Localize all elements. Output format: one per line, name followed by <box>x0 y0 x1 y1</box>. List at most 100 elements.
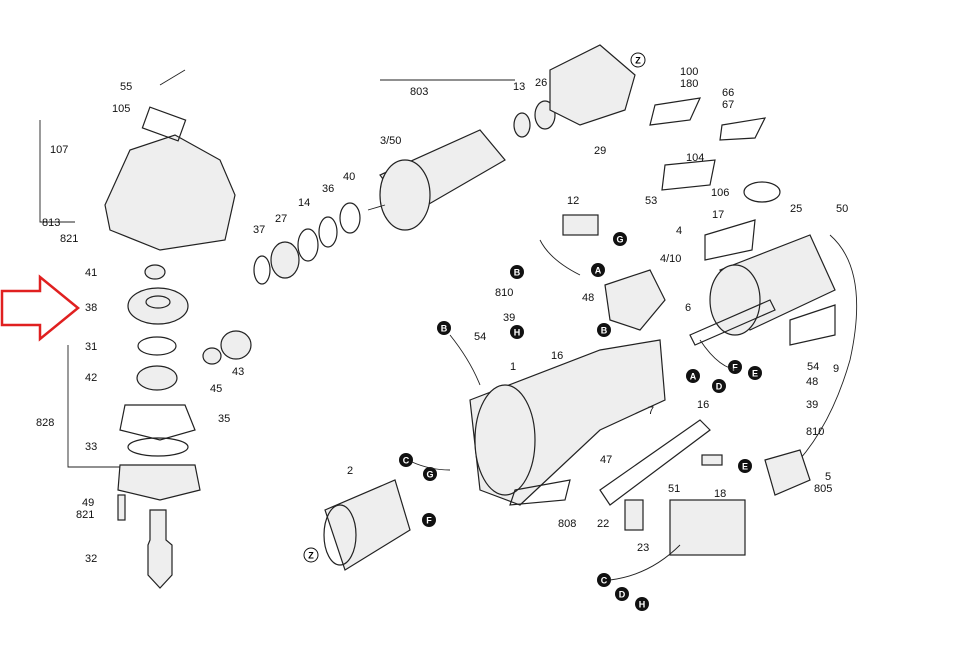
svg-text:Z: Z <box>308 551 314 561</box>
label-100: 100 <box>680 66 698 78</box>
label-25: 25 <box>790 203 802 215</box>
label-40: 40 <box>343 171 355 183</box>
part-labels: 55 105 107 813 821 41 38 31 828 42 45 43… <box>36 66 848 565</box>
circlip-40 <box>339 202 361 234</box>
connector-b2: B <box>597 323 611 337</box>
label-803: 803 <box>410 86 428 98</box>
label-18: 18 <box>714 488 726 500</box>
connector-c2: C <box>597 573 611 587</box>
label-1: 1 <box>510 361 516 373</box>
label-17: 17 <box>712 209 724 221</box>
connector-h2: H <box>635 597 649 611</box>
bearing-42 <box>136 365 178 391</box>
connector-z-top: Z <box>630 52 646 68</box>
bearing-flange <box>117 464 201 501</box>
connector-d1: D <box>712 379 726 393</box>
label-47: 47 <box>600 454 612 466</box>
capacitor-12 <box>562 214 599 236</box>
label-16b: 16 <box>697 399 709 411</box>
ring-37 <box>253 255 271 285</box>
label-106: 106 <box>711 187 729 199</box>
bearing-cover-29 <box>549 44 636 126</box>
svg-text:D: D <box>619 590 626 600</box>
connector-e2: E <box>738 459 752 473</box>
screw-49 <box>117 494 126 521</box>
label-31: 31 <box>85 341 97 353</box>
label-26: 26 <box>535 77 547 89</box>
circlip-31 <box>137 336 177 356</box>
label-54: 54 <box>807 361 819 373</box>
label-105: 105 <box>112 103 130 115</box>
svg-text:B: B <box>514 268 521 278</box>
label-42: 42 <box>85 372 97 384</box>
bearing-27 <box>270 241 300 279</box>
svg-text:F: F <box>732 363 738 373</box>
label-808 <box>509 479 571 506</box>
fan-3-50 <box>379 159 431 231</box>
svg-text:E: E <box>752 369 758 379</box>
label-828: 828 <box>36 417 54 429</box>
label-22: 22 <box>597 518 609 530</box>
label-plate-105 <box>141 106 187 142</box>
wires <box>411 239 741 581</box>
connector-c1: C <box>399 453 413 467</box>
connector-z-bottom: Z <box>303 547 319 563</box>
gasket-35 <box>119 404 196 441</box>
label-808: 808 <box>558 518 576 530</box>
label-41: 41 <box>85 267 97 279</box>
label-5: 5 <box>825 471 831 483</box>
connector-a2: A <box>686 369 700 383</box>
label-39: 39 <box>503 312 515 324</box>
label-39b: 39 <box>806 399 818 411</box>
connector-a1: A <box>591 263 605 277</box>
label-45: 45 <box>210 383 222 395</box>
label-104: 104 <box>686 152 704 164</box>
label-27: 27 <box>275 213 287 225</box>
svg-text:G: G <box>616 235 623 245</box>
label-180: 180 <box>680 78 698 90</box>
svg-text:H: H <box>514 328 521 338</box>
label-50: 50 <box>836 203 848 215</box>
label-35: 35 <box>218 413 230 425</box>
field-coil-2 <box>324 479 411 571</box>
switch-4 <box>604 269 666 331</box>
power-cord-5 <box>789 234 858 471</box>
bevel-gear-38 <box>127 287 189 325</box>
svg-text:G: G <box>426 470 433 480</box>
rod-6 <box>689 299 776 346</box>
label-49: 49 <box>82 497 94 509</box>
bearing-13 <box>513 112 531 138</box>
connector-h1: H <box>510 325 524 339</box>
label-821: 821 <box>60 233 78 245</box>
label-9: 9 <box>833 363 839 375</box>
ring-36 <box>318 216 338 248</box>
label-7: 7 <box>648 405 654 417</box>
svg-text:A: A <box>595 266 602 276</box>
label-810b: 810 <box>806 426 824 438</box>
gear-head-group <box>39 69 252 589</box>
label-37: 37 <box>253 224 265 236</box>
slider-22 <box>599 419 711 506</box>
svg-text:C: C <box>601 576 608 586</box>
nut-45 <box>202 347 222 365</box>
label-106 <box>743 181 781 203</box>
connector-f2: F <box>422 513 436 527</box>
o-ring-33 <box>127 437 189 457</box>
nut-41 <box>144 264 166 280</box>
switch-button-23 <box>624 499 644 531</box>
label-16: 16 <box>551 350 563 362</box>
label-17 <box>704 219 756 261</box>
label-38: 38 <box>85 302 97 314</box>
pinion-43 <box>220 330 252 360</box>
label-100 <box>649 97 702 126</box>
spring-18 <box>701 454 723 466</box>
label-12: 12 <box>567 195 579 207</box>
label-23: 23 <box>637 542 649 554</box>
motor-housing-group <box>323 97 858 571</box>
connector-e1: E <box>748 366 762 380</box>
connector-f1: F <box>728 360 742 374</box>
label-805: 805 <box>814 483 832 495</box>
svg-text:C: C <box>403 456 410 466</box>
svg-text:Z: Z <box>635 56 641 66</box>
